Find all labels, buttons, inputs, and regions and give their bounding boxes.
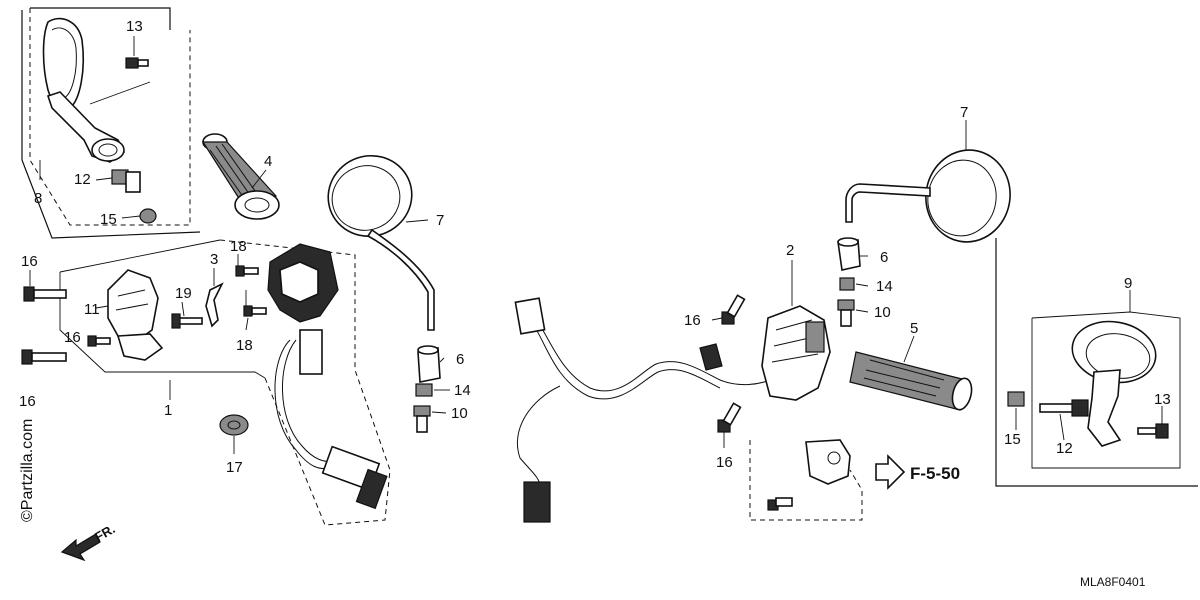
mirror-group-right-box [995, 238, 1198, 487]
screw-18-lower[interactable] [243, 305, 267, 317]
label-15-right: 15 [1004, 431, 1021, 448]
label-19: 19 [175, 285, 192, 302]
label-15-left: 15 [100, 211, 117, 228]
screw-19[interactable] [171, 313, 203, 329]
left-switch-assembly-box [59, 239, 391, 526]
adapter-6-right[interactable] [837, 237, 861, 271]
right-grip[interactable] [849, 351, 975, 412]
label-6-right: 6 [880, 249, 888, 266]
master-cylinder-bracket-box [749, 440, 863, 521]
label-16-right-upper: 16 [684, 312, 701, 329]
nut-15-right[interactable] [1007, 391, 1025, 407]
adapter-6-left[interactable] [417, 345, 441, 383]
label-8: 8 [34, 190, 42, 207]
front-direction-indicator: FR. [60, 521, 118, 562]
nut-14-left[interactable] [415, 383, 433, 397]
watermark: ©Partzilla.com [19, 419, 36, 522]
label-14-right: 14 [876, 278, 893, 295]
screw-16-right-upper[interactable] [721, 294, 746, 325]
reference-arrow[interactable] [875, 454, 906, 490]
label-4: 4 [264, 153, 272, 170]
label-1: 1 [164, 402, 172, 419]
left-handlebar-switch[interactable] [267, 243, 339, 375]
label-7-center: 7 [960, 104, 968, 121]
label-5: 5 [910, 320, 918, 337]
mirror-group-left-box [21, 7, 201, 239]
label-2: 2 [786, 242, 794, 259]
label-3: 3 [210, 251, 218, 268]
switch-cover-11[interactable] [107, 269, 164, 361]
master-cylinder-bracket[interactable] [805, 439, 851, 485]
bolt-10-right[interactable] [837, 299, 855, 327]
label-7-left: 7 [436, 212, 444, 229]
bolt-12-right[interactable] [1039, 399, 1089, 417]
label-6-left: 6 [456, 351, 464, 368]
nut-17[interactable] [219, 414, 249, 436]
nut-15-left[interactable] [139, 208, 157, 224]
bolt-16-upper-left[interactable] [23, 286, 67, 302]
diagram-code: MLA8F0401 [1080, 575, 1146, 589]
nut-14-right[interactable] [839, 277, 855, 291]
throttle-grip[interactable] [201, 133, 280, 220]
label-18-lower: 18 [236, 337, 253, 354]
label-17: 17 [226, 459, 243, 476]
label-13-left: 13 [126, 18, 143, 35]
screw-16-right-lower[interactable] [717, 402, 742, 433]
label-16-upper-left: 16 [21, 253, 38, 270]
harness-left[interactable] [274, 339, 388, 510]
screw-18-upper[interactable] [235, 265, 259, 277]
label-13-right: 13 [1154, 391, 1171, 408]
bolt-16-lower-left[interactable] [21, 349, 67, 365]
label-12-left: 12 [74, 171, 91, 188]
bar-end-mirror-left[interactable] [42, 17, 126, 163]
screw-13-right[interactable] [1137, 423, 1169, 439]
reference-label: F-5-50 [910, 464, 960, 483]
callout-labels: 13 12 15 8 4 7 18 3 16 11 19 18 6 14 10 … [19, 18, 1171, 483]
round-mirror-right[interactable] [845, 143, 1017, 248]
label-12-right: 12 [1056, 440, 1073, 457]
bracket-screw[interactable] [767, 497, 793, 511]
label-16-right-lower: 16 [716, 454, 733, 471]
screw-13-left[interactable] [125, 57, 149, 69]
screw-16-inner-left[interactable] [87, 335, 111, 347]
label-7-extra: 7 [300, 223, 308, 240]
right-handlebar-switch[interactable] [761, 305, 831, 401]
label-11: 11 [84, 301, 100, 318]
wire-clamp-3[interactable] [205, 282, 224, 328]
label-18-upper: 18 [230, 238, 247, 255]
round-mirror-left[interactable] [317, 144, 435, 331]
label-9: 9 [1124, 275, 1132, 292]
bar-end-mirror-right[interactable] [1067, 315, 1160, 447]
label-10-left: 10 [451, 405, 468, 422]
label-16-inner: 16 [64, 329, 81, 346]
bolt-12-left[interactable] [111, 169, 141, 193]
harness-right[interactable] [514, 297, 771, 523]
label-16-lower-left: 16 [19, 393, 36, 410]
label-14-left: 14 [454, 382, 471, 399]
bolt-10-left[interactable] [413, 405, 431, 433]
leader-lines [29, 36, 1163, 454]
label-10-right: 10 [874, 304, 891, 321]
